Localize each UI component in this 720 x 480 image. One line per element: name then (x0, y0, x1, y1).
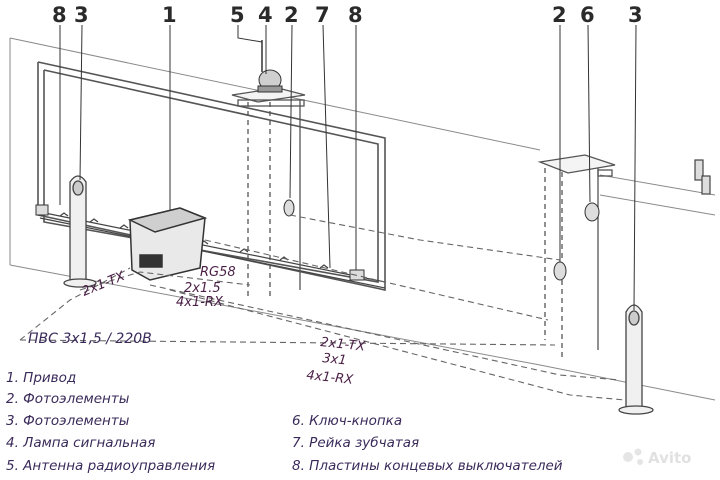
avito-watermark: Avito (623, 448, 691, 467)
legend-item: 2. Фотоэлементы (6, 391, 130, 407)
signal-lamp (257, 40, 283, 93)
callout-8-left: 8 (52, 3, 67, 27)
watermark-text: Avito (648, 449, 691, 467)
legend-left: 1. Привод 2. Фотоэлементы 3. Фотоэлемент… (6, 370, 215, 474)
legend-item: 8. Пластины концевых выключателей (292, 458, 563, 474)
callout-7: 7 (315, 3, 330, 27)
legend-item: 3. Фотоэлементы (6, 413, 130, 429)
key-switch (584, 202, 600, 222)
drive-unit (127, 207, 208, 281)
cable-label-long-3x1: 3x1 (322, 351, 348, 368)
hinge-hardware (694, 159, 711, 195)
legend-item: 1. Привод (6, 370, 76, 386)
cable-label-4x1-rx: 4x1-RX (176, 295, 224, 310)
photocell-right-pillar (553, 261, 567, 281)
callout-6-right: 6 (580, 3, 595, 27)
callout-2-right: 2 (552, 3, 567, 27)
callout-5: 5 (230, 3, 245, 27)
cable-label-rg58: RG58 (200, 265, 236, 280)
callout-1: 1 (162, 3, 177, 27)
cable-routes (19, 214, 626, 401)
callout-4: 4 (258, 3, 273, 27)
legend-item: 7. Рейка зубчатая (292, 435, 419, 451)
callout-8: 8 (348, 3, 363, 27)
legend-right: 6. Ключ-кнопка 7. Рейка зубчатая 8. Плас… (292, 413, 563, 474)
gate-leaf (37, 61, 386, 291)
cable-label-2x15: 2x1.5 (184, 281, 221, 296)
photocell-gate (283, 199, 295, 217)
callout-2: 2 (284, 3, 299, 27)
supply-label: ПВС 3х1,5 / 220В (28, 331, 152, 347)
cable-label-long-rx: 4x1-RX (306, 368, 355, 388)
callout-3-left: 3 (74, 3, 89, 27)
legend-item: 6. Ключ-кнопка (292, 413, 402, 429)
legend-item: 5. Антенна радиоуправления (6, 458, 215, 474)
cable-label-left-tx: 2x1-TX (80, 269, 128, 300)
photocell-post-left (63, 175, 97, 288)
legend-item: 4. Лампа сигнальная (6, 435, 155, 451)
callout-leaders (59, 24, 637, 311)
photocell-post-right (618, 304, 654, 415)
pillar-right (537, 154, 616, 360)
callout-3-right: 3 (628, 3, 643, 27)
cable-label-long-tx: 2x1-TX (320, 335, 367, 355)
limit-plate-left (35, 204, 49, 216)
